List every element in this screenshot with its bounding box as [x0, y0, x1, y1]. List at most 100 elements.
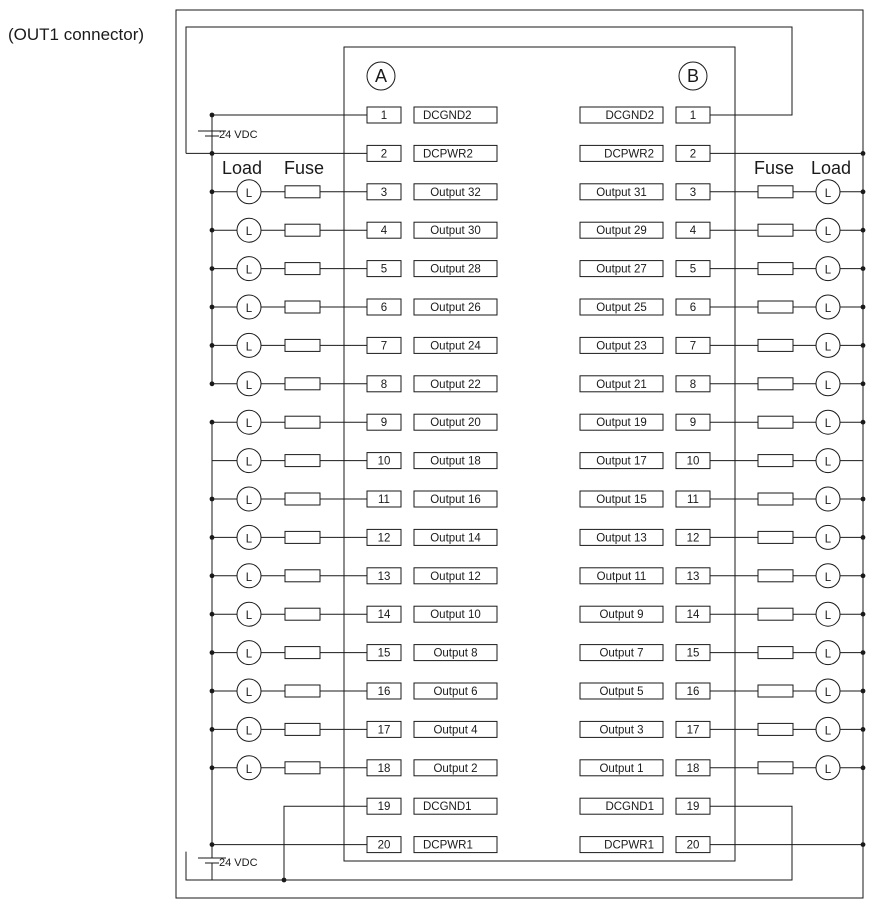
- load-symbol-right-text: L: [825, 303, 832, 315]
- load-symbol-right-text: L: [825, 341, 832, 353]
- pin-number-a: 15: [378, 648, 391, 660]
- junction-dot: [860, 611, 866, 617]
- signal-box-b: [579, 528, 664, 546]
- fuse-left: [284, 454, 321, 468]
- dcgnd2-loop: [185, 26, 793, 154]
- signal-box-a: [413, 490, 498, 508]
- pin-number-b: 6: [690, 302, 696, 314]
- fuse-left: [284, 607, 321, 621]
- fuse-left: [284, 223, 321, 237]
- fuse-right: [757, 377, 794, 391]
- fuse-left: [284, 646, 321, 660]
- signal-box-b: [579, 298, 664, 316]
- load-symbol-left-text: L: [246, 380, 253, 392]
- fuse-right: [757, 223, 794, 237]
- junction-dot: [209, 343, 215, 348]
- junction-dot: [209, 112, 215, 118]
- signal-label-a: Output 24: [430, 340, 481, 352]
- pin-number-b: 7: [690, 340, 696, 352]
- signal-box-b: [579, 452, 664, 470]
- signal-label-a: Output 14: [430, 532, 481, 544]
- signal-label-b: Output 11: [597, 571, 647, 583]
- junction-dot: [860, 727, 866, 732]
- connector-label-a: A: [366, 61, 396, 91]
- signal-box-a: [413, 797, 498, 815]
- pin-number-b: 8: [690, 379, 696, 391]
- pin-number-a: 9: [381, 417, 387, 429]
- pin-box-b: [675, 336, 711, 354]
- pin-box-b: [675, 797, 711, 815]
- pin-box-b: [675, 260, 711, 278]
- pin-box-a: [366, 144, 402, 162]
- pin-number-a: 17: [378, 724, 391, 736]
- load-symbol-left-text: L: [246, 649, 253, 661]
- pin-box-a: [366, 490, 402, 508]
- pin-box-b: [675, 682, 711, 700]
- junction-dot: [209, 266, 215, 271]
- junction-dot: [860, 842, 866, 847]
- pin-box-b: [675, 221, 711, 239]
- signal-box-b: [579, 759, 664, 777]
- pin-box-b: [675, 720, 711, 738]
- junction-dot: [860, 650, 866, 655]
- signal-box-b: [579, 336, 664, 354]
- pin-number-b: 17: [687, 724, 700, 736]
- signal-label-a: Output 18: [430, 456, 481, 468]
- load-symbol-right-text: L: [825, 495, 832, 507]
- signal-label-a: Output 8: [433, 648, 477, 660]
- lower-frame-link: [185, 851, 212, 881]
- pin-number-a: 20: [378, 840, 391, 852]
- connector-label-a-text: A: [375, 66, 387, 86]
- pin-number-b: 14: [687, 609, 700, 621]
- signal-box-b: [579, 375, 664, 393]
- upper-supply-label: 24 VDC: [219, 129, 258, 141]
- pin-number-b: 2: [690, 148, 696, 160]
- junction-dot: [209, 727, 215, 732]
- pin-box-b: [675, 759, 711, 777]
- signal-box-b: [579, 644, 664, 662]
- junction-dot: [209, 573, 215, 579]
- signal-label-a: DCGND2: [423, 110, 472, 122]
- signal-box-a: [413, 298, 498, 316]
- fuse-left: [284, 300, 321, 314]
- fuse-left: [284, 185, 321, 199]
- pin-box-a: [366, 759, 402, 777]
- junction-dot: [860, 151, 866, 156]
- fuse-right: [757, 492, 794, 506]
- signal-box-a: [413, 720, 498, 738]
- load-symbol-left-text: L: [246, 572, 253, 584]
- pin-number-a: 6: [381, 302, 387, 314]
- pin-number-b: 18: [687, 763, 700, 775]
- pin-number-a: 5: [381, 264, 387, 276]
- junction-dot: [209, 496, 215, 502]
- fuse-right: [757, 761, 794, 775]
- pin-box-b: [675, 490, 711, 508]
- pin-number-b: 1: [690, 110, 696, 122]
- pin-box-b: [675, 452, 711, 470]
- signal-box-b: [579, 720, 664, 738]
- pin-number-b: 9: [690, 417, 696, 429]
- pin-box-a: [366, 106, 402, 124]
- pin-box-a: [366, 720, 402, 738]
- pin-number-a: 14: [378, 609, 391, 621]
- fuse-left: [284, 262, 321, 276]
- load-symbol-right-text: L: [825, 649, 832, 661]
- signal-label-a: Output 20: [430, 417, 481, 429]
- pin-box-a: [366, 644, 402, 662]
- pin-box-a: [366, 221, 402, 239]
- lower-supply-label: 24 VDC: [219, 857, 258, 869]
- pin-number-a: 8: [381, 379, 387, 391]
- signal-box-a: [413, 528, 498, 546]
- junction-dot: [860, 381, 866, 387]
- signal-label-a: Output 12: [430, 571, 481, 583]
- dcgnd1-left-wire: [283, 805, 367, 880]
- load-symbol-left-text: L: [246, 687, 253, 699]
- signal-box-b: [579, 260, 664, 278]
- signal-label-b: Output 27: [596, 264, 647, 276]
- pin-number-a: 19: [378, 801, 391, 813]
- connector-title: (OUT1 connector): [8, 25, 144, 44]
- signal-label-a: Output 16: [430, 494, 481, 506]
- load-symbol-right-text: L: [825, 764, 832, 776]
- signal-box-b: [579, 106, 664, 124]
